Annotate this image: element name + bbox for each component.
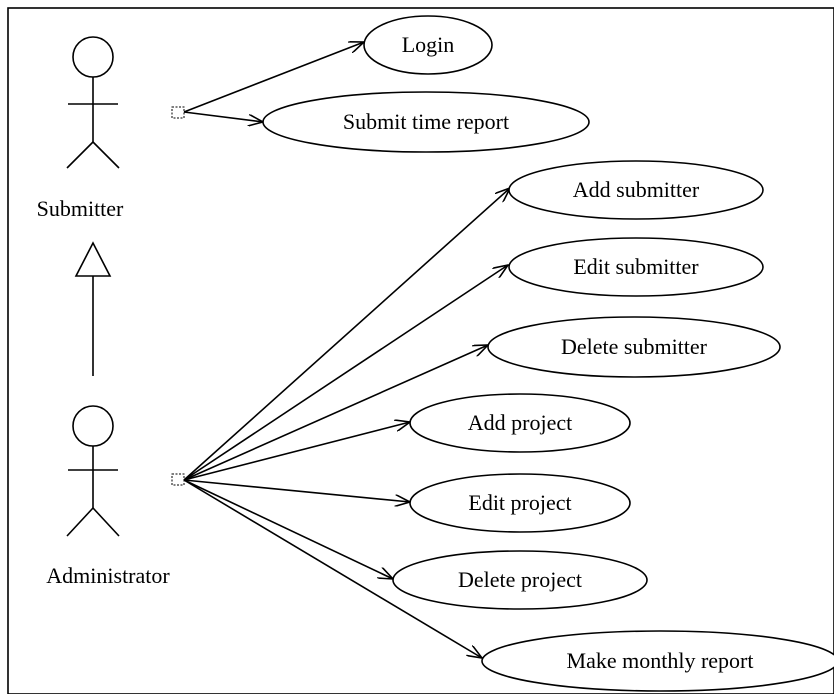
use-case-delete-submitter-label: Delete submitter bbox=[561, 334, 708, 359]
administrator-right-leg bbox=[92, 507, 120, 537]
use-case-add-submitter-ellipse bbox=[508, 160, 764, 220]
association-admin-add-submitter bbox=[183, 188, 510, 481]
administrator-label: Administrator bbox=[46, 563, 170, 588]
association-admin-make-monthly-report bbox=[183, 479, 482, 658]
use-case-edit-submitter-label: Edit submitter bbox=[573, 254, 699, 279]
use-case-login[interactable]: Login bbox=[363, 15, 493, 75]
use-case-add-submitter[interactable]: Add submitter bbox=[508, 160, 764, 220]
use-case-login-label: Login bbox=[402, 32, 455, 57]
actor-submitter[interactable]: Submitter bbox=[37, 36, 124, 221]
submitter-connector-handle[interactable] bbox=[171, 106, 185, 119]
use-case-delete-project-label: Delete project bbox=[458, 567, 582, 592]
association-admin-edit-project bbox=[183, 479, 410, 502]
use-case-make-monthly-report[interactable]: Make monthly report bbox=[481, 630, 834, 692]
use-case-edit-submitter-ellipse bbox=[508, 237, 764, 297]
association-submitter-submit-time-report bbox=[183, 111, 263, 122]
generalization-arrow bbox=[74, 241, 112, 376]
use-case-add-project-ellipse bbox=[409, 393, 631, 453]
actor-administrator[interactable]: Administrator bbox=[46, 405, 170, 588]
submitter-left-leg bbox=[66, 141, 94, 169]
use-case-edit-project-ellipse bbox=[409, 473, 631, 533]
use-case-submit-time-report[interactable]: Submit time report bbox=[262, 91, 590, 153]
use-case-submit-time-report-label: Submit time report bbox=[343, 109, 509, 134]
use-case-add-project[interactable]: Add project bbox=[409, 393, 631, 453]
submitter-right-leg bbox=[92, 141, 120, 169]
use-case-add-project-label: Add project bbox=[468, 410, 572, 435]
administrator-connector-handle[interactable] bbox=[171, 473, 185, 486]
use-case-submit-time-report-ellipse bbox=[262, 91, 590, 153]
use-case-edit-project[interactable]: Edit project bbox=[409, 473, 631, 533]
association-admin-delete-submitter bbox=[183, 345, 488, 481]
use-case-delete-submitter-ellipse bbox=[487, 316, 781, 378]
use-case-delete-project-ellipse bbox=[392, 550, 648, 610]
association-submitter-login bbox=[183, 42, 364, 113]
use-case-delete-project[interactable]: Delete project bbox=[392, 550, 648, 610]
association-admin-delete-project bbox=[183, 479, 393, 579]
use-case-edit-project-label: Edit project bbox=[468, 490, 571, 515]
administrator-left-leg bbox=[66, 507, 94, 537]
administrator-head bbox=[72, 405, 114, 447]
use-case-delete-submitter[interactable]: Delete submitter bbox=[487, 316, 781, 378]
generalization-triangle-icon bbox=[74, 241, 112, 277]
use-case-login-ellipse bbox=[363, 15, 493, 75]
submitter-label: Submitter bbox=[37, 196, 124, 221]
association-admin-add-project bbox=[183, 422, 410, 481]
use-case-edit-submitter[interactable]: Edit submitter bbox=[508, 237, 764, 297]
use-case-add-submitter-label: Add submitter bbox=[573, 177, 700, 202]
use-case-make-monthly-report-ellipse bbox=[481, 630, 834, 692]
use-case-make-monthly-report-label: Make monthly report bbox=[567, 648, 754, 673]
association-admin-edit-submitter bbox=[183, 265, 508, 481]
submitter-head bbox=[72, 36, 114, 78]
